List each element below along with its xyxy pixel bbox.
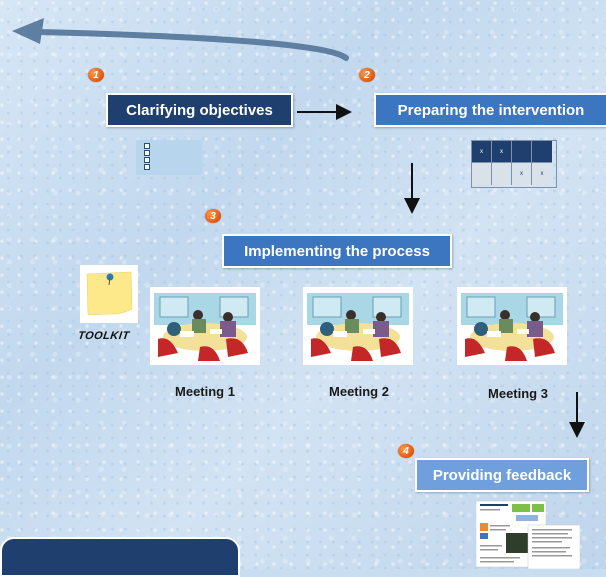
table-cell-mark: x [512, 163, 532, 185]
sticky-note-icon [80, 265, 138, 323]
meeting-1-label: Meeting 1 [175, 384, 235, 399]
step-4-badge: 4 [398, 444, 414, 458]
step-3-badge: 3 [205, 209, 221, 223]
step-clarifying-objectives: Clarifying objectives [106, 93, 293, 127]
meeting-3-label: Meeting 3 [488, 386, 548, 401]
table-cell-mark: x [532, 163, 552, 185]
step-2-badge: 2 [359, 68, 375, 82]
checklist-icon [136, 140, 202, 175]
document-thumbnail [476, 500, 580, 569]
table-cell-mark: x [492, 141, 512, 163]
table-cell [492, 163, 512, 185]
table-cell [532, 141, 552, 163]
meeting-2-label: Meeting 2 [329, 384, 389, 399]
step-providing-feedback: Providing feedback [415, 458, 589, 492]
step-preparing-intervention: Preparing the intervention [374, 93, 606, 127]
meeting-illustration [150, 287, 260, 365]
table-cell [512, 141, 532, 163]
meeting-illustration [303, 287, 413, 365]
step-implementing-process: Implementing the process [222, 234, 452, 268]
meeting-illustration [457, 287, 567, 365]
table-icon: x x x x [471, 140, 557, 188]
toolkit-label: TOOLKIT [77, 330, 131, 342]
table-cell [472, 163, 492, 185]
table-cell-mark: x [472, 141, 492, 163]
bottom-panel [0, 537, 240, 577]
step-1-badge: 1 [88, 68, 104, 82]
